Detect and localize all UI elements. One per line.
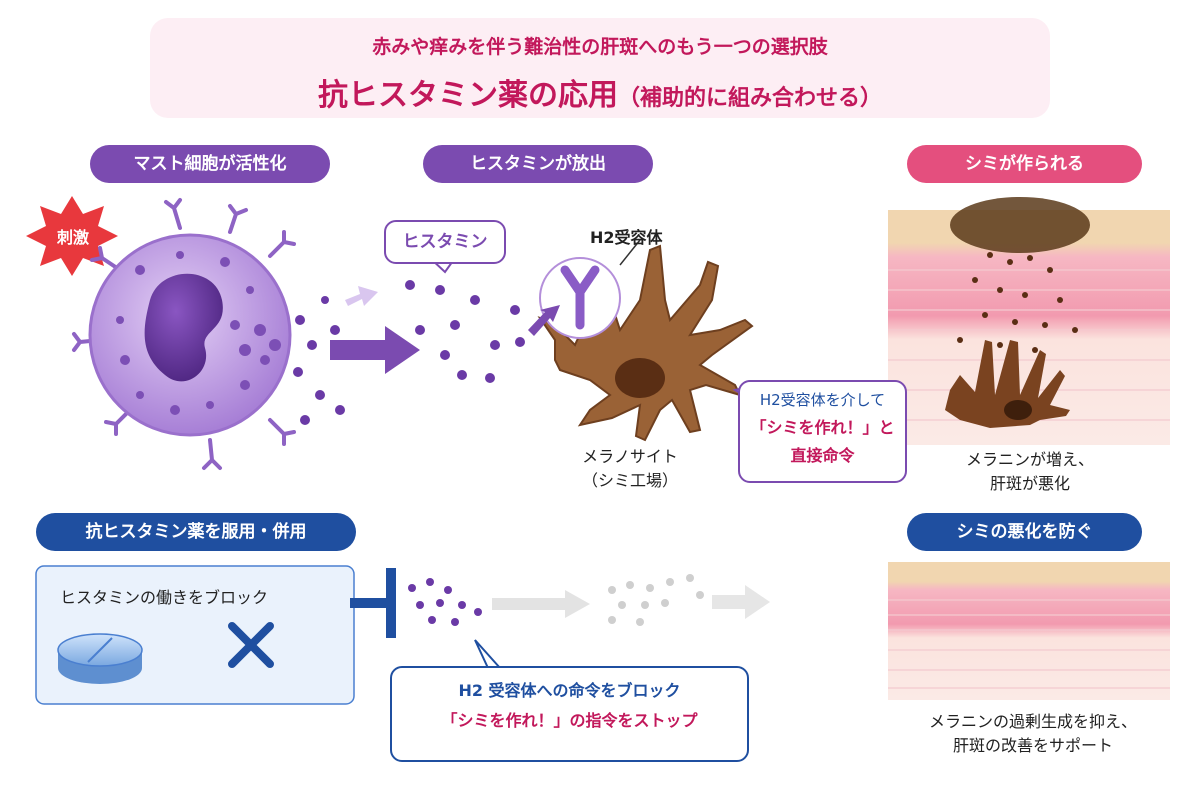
melanocyte-nucleus [615,358,665,398]
skin-section-worse [888,197,1170,445]
header-title: 抗ヒスタミン薬の応用（補助的に組み合わせる） [317,78,882,113]
release-arrow [330,326,420,374]
faded-arrow-2 [712,585,770,619]
mast-cell-receptors [72,198,296,470]
faded-arrow-1 [492,590,590,618]
blocked-histamine-dots [408,578,482,626]
step-prevent: シミの悪化を防ぐ [907,513,1142,551]
step-mast-cell: マスト細胞が活性化 [90,145,330,183]
worse-caption: メラニンが増え、 肝斑が悪化 [965,450,1094,493]
tablet-icon [57,633,143,684]
stimulus-label: 刺激 [56,228,89,247]
command-bubble: H2受容体を介して 「シミを作れ！」と 直接命令 [738,380,907,483]
h2-receptor-label: H2受容体 [590,228,663,247]
receptor-arrow [528,305,560,336]
histamine-particles [293,280,525,425]
skin-section-improved [888,562,1170,700]
block-action-label: ヒスタミンの働きをブロック [60,588,269,607]
header-subtitle: 赤みや痒みを伴う難治性の肝斑へのもう一つの選択肢 [372,36,828,58]
step-histamine-release: ヒスタミンが放出 [423,145,653,183]
histamine-bubble: ヒスタミン [384,220,506,264]
block-bubble: H2 受容体への命令をブロック 「シミを作れ！」の指令をストップ [390,666,749,762]
mast-cell-granules [116,251,281,415]
h2-receptor-icon [560,265,600,330]
step-antihistamine: 抗ヒスタミン薬を服用・併用 [36,513,356,551]
stimulus-starburst [26,196,118,276]
melanocyte-label: メラノサイト （シミ工場） [581,447,678,490]
header-banner: 赤みや痒みを伴う難治性の肝斑へのもう一つの選択肢 抗ヒスタミン薬の応用（補助的に… [150,18,1050,118]
improve-caption: メラニンの過剰生成を抑え、 肝斑の改善をサポート [928,712,1137,755]
block-x-icon [228,622,274,668]
faint-arrow [345,286,378,306]
mast-cell-nucleus [144,273,223,382]
step-spot-formed: シミが作られる [907,145,1142,183]
